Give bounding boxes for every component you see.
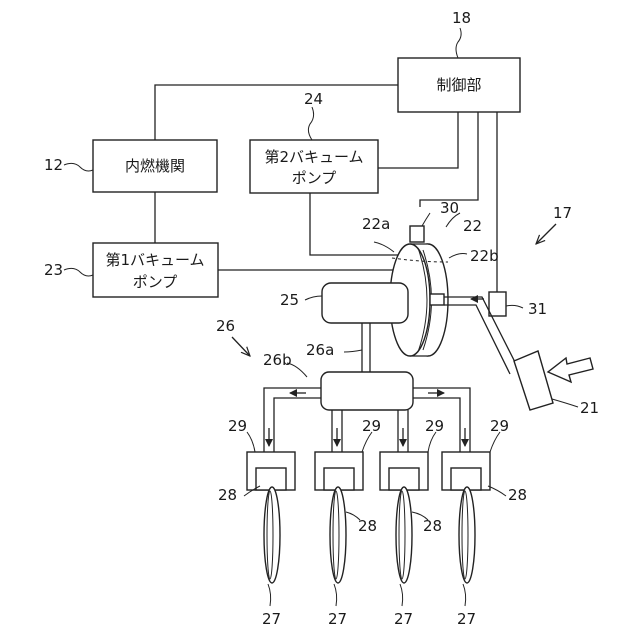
ref-26a: 26a (306, 341, 334, 359)
ref-26: 26 (216, 317, 235, 335)
leader-lines (64, 28, 578, 606)
ref-22: 22 (463, 217, 482, 235)
ref-29-4: 29 (490, 417, 509, 435)
pressure-sensor-30 (410, 226, 424, 242)
second-vacuum-pump-block: 第2バキューム ポンプ (250, 140, 378, 193)
first-vacuum-pump-label-1: 第1バキューム (105, 251, 204, 269)
ref-29-1: 29 (228, 417, 247, 435)
wheel-brake-3 (380, 452, 428, 583)
ref-28-3: 28 (423, 517, 442, 535)
first-vacuum-pump-block: 第1バキューム ポンプ (93, 243, 218, 297)
ref-27-3: 27 (394, 610, 413, 628)
ref-22a: 22a (362, 215, 390, 233)
ref-27-1: 27 (262, 610, 281, 628)
brake-pedal (430, 294, 593, 410)
ref-27-2: 27 (328, 610, 347, 628)
ref-28-1: 28 (218, 486, 237, 504)
ref-27-4: 27 (457, 610, 476, 628)
ref-30: 30 (440, 199, 459, 217)
first-vacuum-pump-label-2: ポンプ (133, 273, 178, 291)
ref-29-3: 29 (425, 417, 444, 435)
second-vacuum-pump-label-1: 第2バキューム (264, 148, 363, 166)
control-unit-label: 制御部 (436, 76, 481, 94)
wheel-brake-1 (247, 452, 295, 583)
ref-12: 12 (44, 156, 63, 174)
ref-25: 25 (280, 291, 299, 309)
engine-block: 内燃機関 (93, 140, 217, 192)
ref-22b: 22b (470, 247, 499, 265)
ref-17: 17 (553, 204, 572, 222)
stroke-sensor-31 (489, 292, 506, 316)
wheel-brake-4 (442, 452, 490, 583)
second-vacuum-pump-label-2: ポンプ (292, 169, 337, 187)
ref-24: 24 (304, 90, 323, 108)
ref-28-4: 28 (508, 486, 527, 504)
ref-28-2: 28 (358, 517, 377, 535)
wheel-brake-2 (315, 452, 363, 583)
ref-31: 31 (528, 300, 547, 318)
engine-label: 内燃機関 (125, 157, 185, 175)
ref-26b: 26b (263, 351, 292, 369)
ref-18: 18 (452, 9, 471, 27)
ref-21: 21 (580, 399, 599, 417)
control-unit-block: 制御部 (398, 58, 520, 112)
ref-29-2: 29 (362, 417, 381, 435)
ref-23: 23 (44, 261, 63, 279)
